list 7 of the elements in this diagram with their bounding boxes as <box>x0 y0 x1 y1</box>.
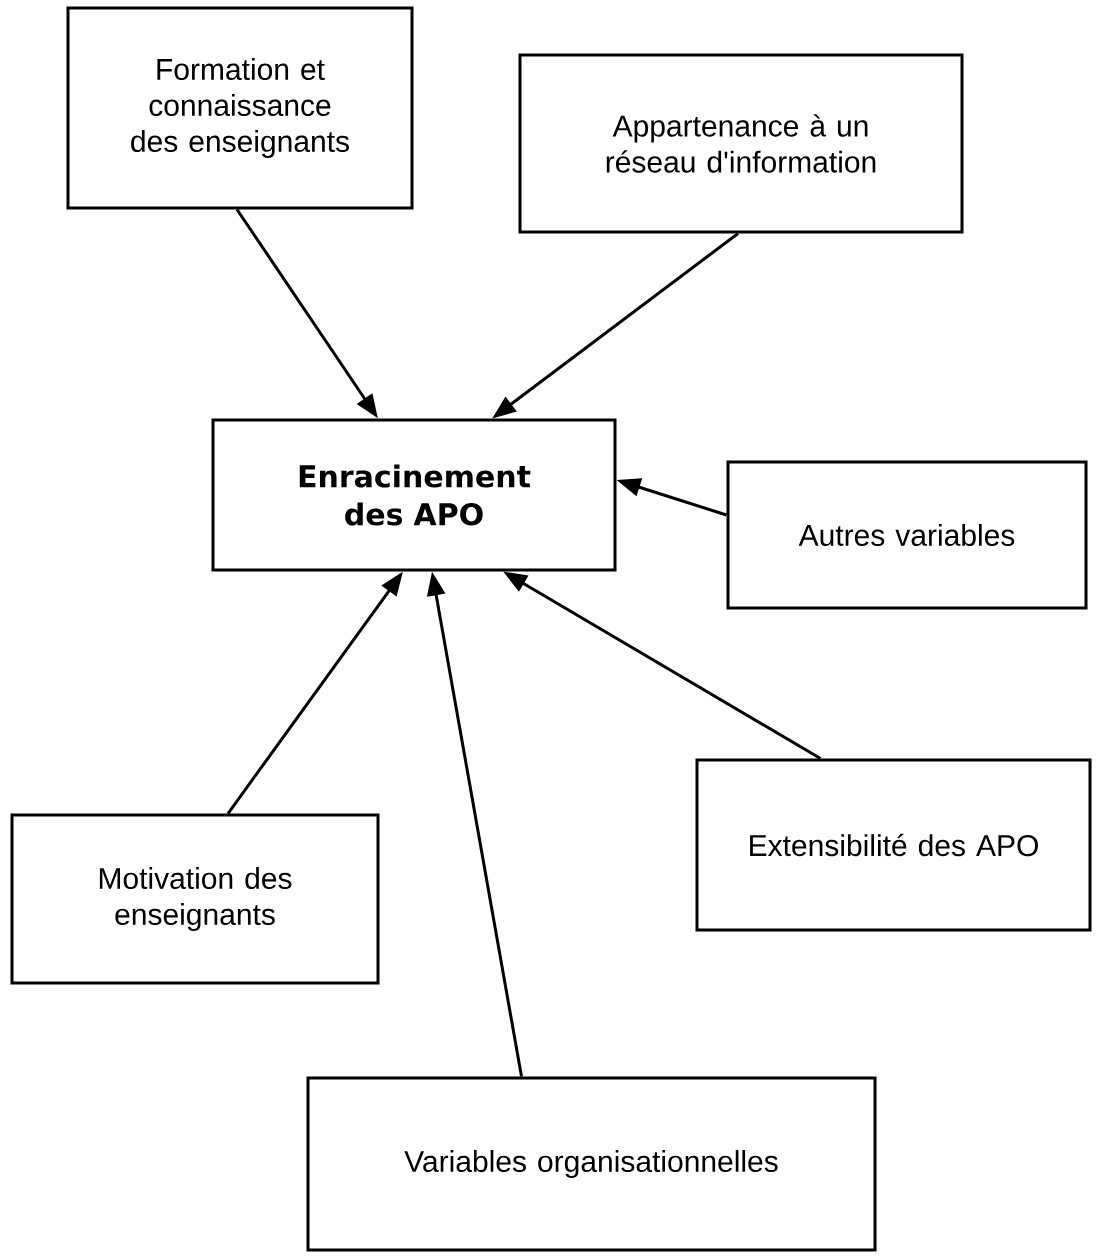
factor-box: Variables organisationnelles <box>306 1076 877 1252</box>
factor-box: Motivation des enseignants <box>10 813 380 985</box>
central-box: Enracinement des APO <box>211 418 617 572</box>
factor-box: Extensibilité des APO <box>695 758 1092 932</box>
factor-box: Autres variables <box>726 460 1088 610</box>
factor-box: Appartenance à un réseau d'information <box>518 53 964 234</box>
factor-box: Formation et connaissance des enseignants <box>66 6 414 210</box>
